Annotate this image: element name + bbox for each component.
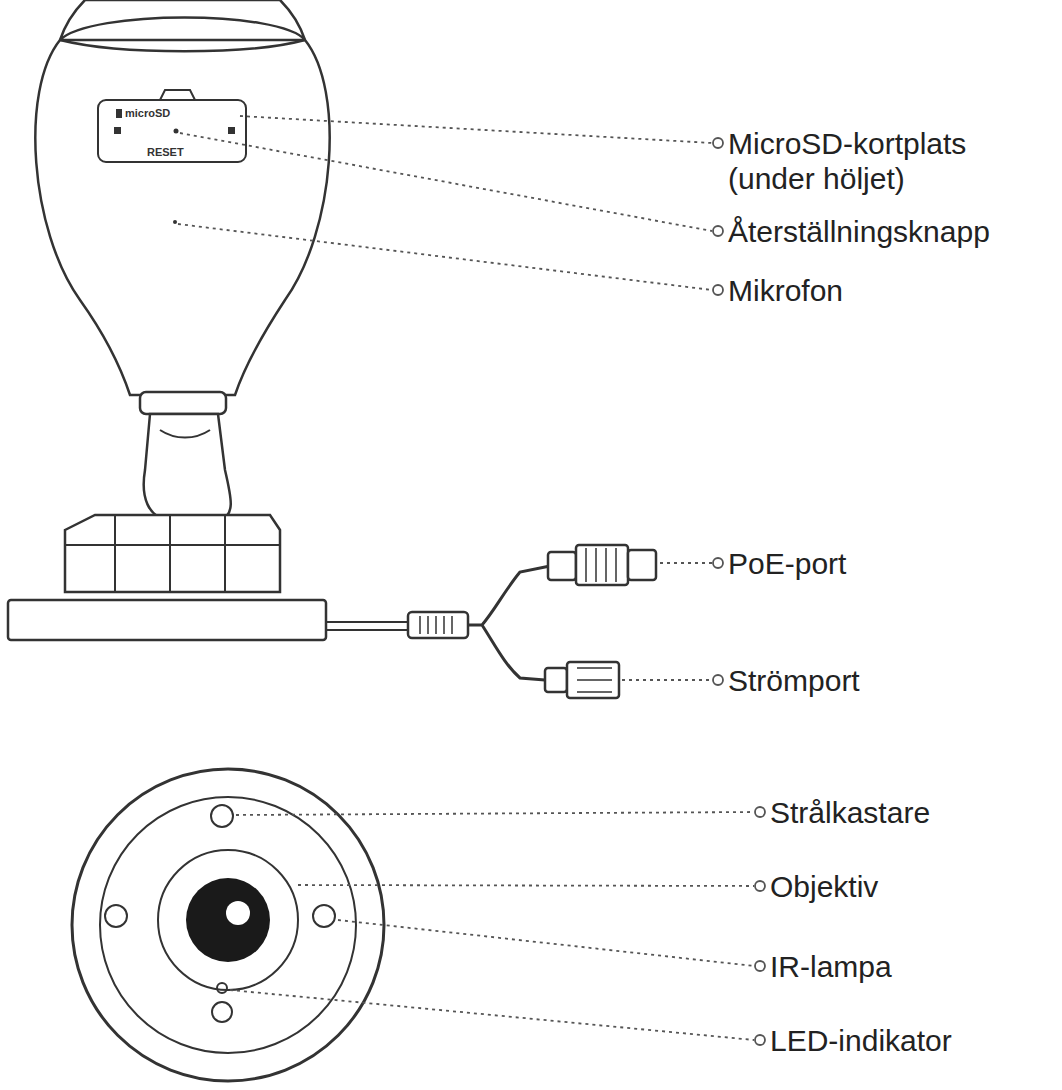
spotlight bbox=[211, 805, 233, 827]
ir-lamp bbox=[105, 905, 127, 927]
panel-text: microSD bbox=[125, 107, 170, 119]
leader-line bbox=[338, 920, 754, 966]
camera-dome-edge bbox=[60, 40, 305, 51]
leader-line bbox=[298, 885, 754, 886]
cable-joint bbox=[408, 612, 468, 638]
part-label: Strålkastare bbox=[770, 795, 930, 830]
leader-end bbox=[755, 807, 765, 817]
camera-dome bbox=[60, 0, 305, 40]
cover-tab bbox=[160, 90, 195, 100]
leader-end bbox=[713, 226, 723, 236]
leader-line bbox=[178, 224, 712, 290]
part-label: Strömport bbox=[728, 663, 860, 698]
poe-boot bbox=[548, 552, 576, 580]
base-nut bbox=[65, 515, 280, 592]
leader-line bbox=[240, 116, 712, 143]
leader-end bbox=[755, 1035, 765, 1045]
ir-lamp bbox=[313, 905, 335, 927]
leader-lines bbox=[178, 116, 754, 1040]
slot-cover bbox=[98, 100, 246, 162]
power-boot bbox=[545, 668, 567, 692]
leader-end bbox=[713, 138, 723, 148]
part-label: Objektiv bbox=[770, 869, 878, 904]
poe-plug bbox=[628, 550, 656, 580]
cover-screw bbox=[228, 127, 235, 134]
cable bbox=[326, 622, 408, 630]
leader-end bbox=[713, 558, 723, 568]
ir-lamp bbox=[212, 1002, 232, 1022]
front-ring bbox=[100, 797, 356, 1053]
led-indicator bbox=[217, 983, 227, 993]
poe-ribs bbox=[586, 548, 616, 582]
lens-glint bbox=[226, 901, 250, 925]
leader-end bbox=[713, 675, 723, 685]
leader-end bbox=[713, 285, 723, 295]
part-label: IR-lampa bbox=[770, 949, 892, 984]
microphone-hole bbox=[173, 220, 177, 224]
part-label: Mikrofon bbox=[728, 273, 843, 308]
leader-line bbox=[230, 990, 754, 1040]
part-label: Återställningsknapp bbox=[728, 214, 990, 249]
joint-ribs bbox=[420, 616, 452, 634]
part-label: LED-indikator bbox=[770, 1023, 952, 1058]
part-label: PoE-port bbox=[728, 546, 846, 581]
camera-head bbox=[35, 40, 329, 395]
lens bbox=[186, 878, 270, 962]
leader-line bbox=[622, 679, 712, 681]
neck-ring bbox=[140, 392, 226, 414]
part-label: MicroSD-kortplats (under höljet) bbox=[728, 126, 1048, 196]
front-housing bbox=[72, 769, 384, 1081]
power-body bbox=[567, 662, 619, 698]
mount-arm-fold bbox=[160, 430, 210, 438]
leader-line bbox=[236, 812, 754, 815]
poe-body bbox=[576, 545, 628, 585]
cable-split bbox=[468, 566, 550, 680]
mount-arm bbox=[144, 414, 231, 520]
leader-end bbox=[755, 961, 765, 971]
cover-screw bbox=[114, 127, 121, 134]
power-ribs bbox=[577, 668, 612, 692]
base-plate bbox=[8, 600, 326, 640]
nut-edges bbox=[65, 515, 280, 592]
leader-line bbox=[660, 562, 712, 564]
panel-text: RESET bbox=[147, 146, 184, 158]
lens-ring bbox=[158, 850, 298, 990]
reset-hole bbox=[174, 129, 179, 134]
leader-line bbox=[180, 133, 712, 231]
leader-end bbox=[755, 881, 765, 891]
sd-icon bbox=[116, 109, 122, 118]
